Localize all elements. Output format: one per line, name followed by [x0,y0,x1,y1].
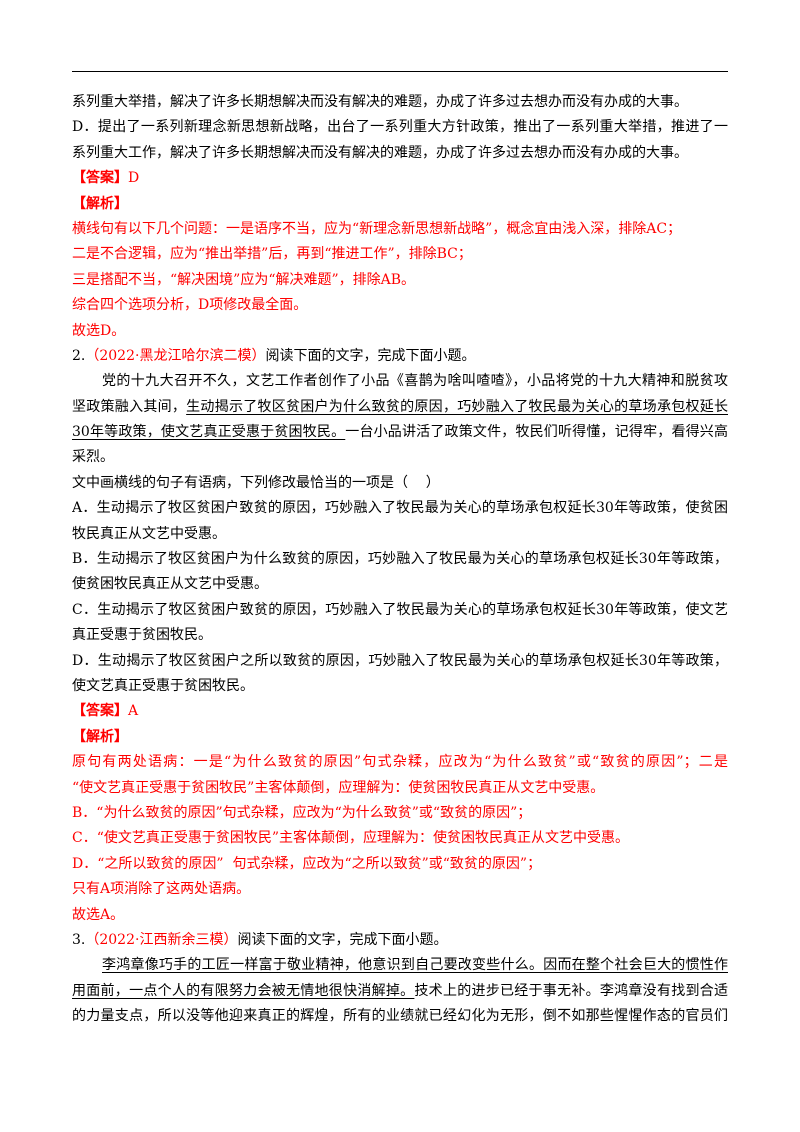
q3-passage-line: 用面前，一点个人的有限努力会被无情地很快消解掉。技术上的进步已经于事无补。李鸿章… [72,979,728,1004]
q2-analysis-line: C．“使文艺真正受惠于贫困牧民”主客体颠倒，应理解为：使贫困牧民真正从文艺中受惠… [72,830,630,847]
q3-instruction: 阅读下面的文字，完成下面小题。 [237,931,448,948]
q2-analysis-line: D．“之所以致贫的原因” 句式杂糅，应改为“之所以致贫”或“致贫的原因”； [72,855,542,872]
q3-passage-line: 的力量支点，所以没等他迎来真正的辉煌，所有的业绩就已经幻化为无形，倒不如那些惺惺… [72,1008,728,1025]
q3-underlined-sentence: 用面前，一点个人的有限努力会被无情地很快消解掉。 [72,982,415,999]
q1-option-d-line: D．提出了一系列新理念新思想新战略，出台了一系列重大方针政策，推出了一系列重大举… [72,119,728,136]
q3-underlined-sentence: 李鸿章像巧手的工匠一样富于敬业精神，他意识到自己要改变些什么。因而在整个社会巨大… [102,957,728,974]
q2-heading: 2.（2022·黑龙江哈尔滨二模）阅读下面的文字，完成下面小题。 [72,344,728,369]
q2-option-c: 真正受惠于贫困牧民。 [72,627,212,644]
q2-analysis-line: 故选A。 [72,906,125,923]
q2-option-b: B．生动揭示了牧区贫困户为什么致贫的原因，巧妙融入了牧民最为关心的草场承包权延长… [72,551,728,568]
q2-option-a: 牧民真正从文艺中受惠。 [72,525,226,542]
q3-number: 3. [72,931,86,948]
q3-passage-text: 技术上的进步已经于事无补。李鸿章没有找到合适 [414,982,728,999]
q2-answer: 【答案】A [72,699,728,724]
q3-source: （2022·江西新余三模） [85,931,238,948]
q2-question: 文中画横线的句子有语病，下列修改最恰当的一项是（ ） [72,474,440,491]
q2-passage-line: 党的十九大召开不久，文艺工作者创作了小品《喜鹊为啥叫喳喳》，小品将党的十九大精神… [102,373,728,390]
q2-option-d: D．生动揭示了牧区贫困户之所以致贫的原因，巧妙融入了牧民最为关心的草场承包权延长… [72,652,728,669]
q1-option-c-tail: 系列重大举措，解决了许多长期想解决而没有解决的难题，办成了许多过去想办而没有办成… [72,94,688,110]
q2-analysis-line: 只有A项消除了这两处语病。 [72,881,251,898]
document-body: 系列重大举措，解决了许多长期想解决而没有解决的难题，办成了许多过去想办而没有办成… [72,90,728,1029]
q1-answer: 【答案】D [72,166,728,191]
header-rule [72,71,728,72]
q3-heading: 3.（2022·江西新余三模）阅读下面的文字，完成下面小题。 [72,928,728,953]
q3-passage-line: 李鸿章像巧手的工匠一样富于敬业精神，他意识到自己要改变些什么。因而在整个社会巨大… [72,953,728,978]
q2-option-d: 使文艺真正受惠于贫困牧民。 [72,677,254,694]
q2-passage-text: 坚政策融入其间， [72,398,187,415]
q1-analysis-line: 综合四个选项分析，D项修改最全面。 [72,297,308,314]
q2-source: （2022·黑龙江哈尔滨二模） [85,347,266,364]
q2-number: 2. [72,347,86,364]
q2-instruction: 阅读下面的文字，完成下面小题。 [265,347,476,364]
q2-passage-line: 30年等政策，使文艺真正受惠于贫困牧民。一台小品讲活了政策文件，牧民们听得懂，记… [72,420,728,445]
q2-passage-line: 坚政策融入其间，生动揭示了牧区贫困户为什么致贫的原因，巧妙融入了牧民最为关心的草… [72,395,728,420]
q1-answer-label: 【答案】 [72,170,128,187]
q2-answer-label: 【答案】 [72,703,128,720]
q2-underlined-sentence: 生动揭示了牧区贫困户为什么致贫的原因，巧妙融入了牧民最为关心的草场承包权延长 [186,398,728,415]
q2-passage-line: 采烈。 [72,449,114,466]
q2-answer-value: A [128,703,139,720]
q1-analysis-line: 横线句有以下几个问题：一是语序不当，应为“新理念新思想新战略”，概念宜由浅入深，… [72,220,682,237]
q1-answer-value: D [128,170,140,187]
q2-underlined-sentence: 30年等政策，使文艺真正受惠于贫困牧民。 [72,424,346,441]
q1-analysis-label: 【解析】 [72,195,128,212]
q2-analysis-line: “使文艺真正受惠于贫困牧民”主客体颠倒，应理解为：使贫困牧民真正从文艺中受惠。 [72,779,605,796]
q1-analysis-line: 三是搭配不当，“解决困境”应为“解决难题”，排除AB。 [72,271,416,288]
q1-analysis-line: 故选D。 [72,322,126,339]
q2-option-a: A．生动揭示了牧区贫困户致贫的原因，巧妙融入了牧民最为关心的草场承包权延长30年… [72,500,728,517]
q2-option-c: C．生动揭示了牧区贫困户致贫的原因，巧妙融入了牧民最为关心的草场承包权延长30年… [72,601,728,618]
q1-analysis-line: 二是不合逻辑，应为“推出举措”后，再到“推进工作”，排除BC； [72,246,472,263]
q2-analysis-line: 原句有两处语病：一是“为什么致贫的原因”句式杂糅，应改为“为什么致贫”或“致贫的… [72,754,728,771]
q2-analysis-label: 【解析】 [72,728,128,745]
q2-analysis-line: B．“为什么致贫的原因”句式杂糅，应改为“为什么致贫”或“致贫的原因”； [72,804,532,821]
q2-passage-text: 一台小品讲活了政策文件，牧民们听得懂，记得牢，看得兴高 [345,424,728,441]
q1-option-d-line: 系列重大工作，解决了许多长期想解决而没有解决的难题，办成了许多过去想办而没有办成… [72,144,688,161]
q2-option-b: 使贫困牧民真正从文艺中受惠。 [72,576,268,593]
